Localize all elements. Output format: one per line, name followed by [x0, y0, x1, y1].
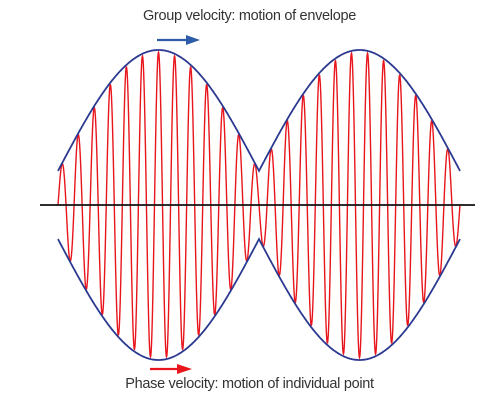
envelope-lower-curve	[57, 237, 461, 361]
phase-arrow-head	[177, 364, 192, 374]
group-velocity-caption: Group velocity: motion of envelope	[142, 8, 357, 24]
phase-velocity-arrow-icon	[150, 364, 192, 374]
group-arrow-head	[186, 35, 200, 45]
group-velocity-arrow-icon	[157, 35, 200, 45]
envelope-upper-curve	[57, 49, 461, 173]
phase-velocity-caption: Phase velocity: motion of individual poi…	[125, 376, 374, 392]
